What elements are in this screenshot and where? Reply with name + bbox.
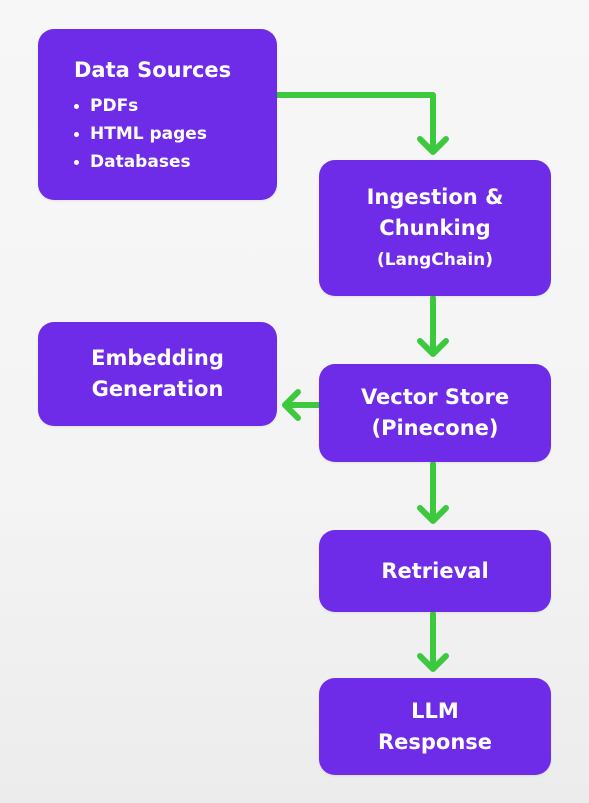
bullet-icon bbox=[74, 131, 79, 137]
list-item-label: Databases bbox=[90, 152, 191, 172]
arrow-retrieval-to-llm bbox=[417, 611, 449, 672]
list-item-label: HTML pages bbox=[90, 124, 207, 144]
node-retrieval-line1: Retrieval bbox=[381, 558, 489, 583]
node-embedding-generation[interactable]: Embedding Generation bbox=[38, 322, 277, 426]
data-sources-list: PDFs HTML pages Databases bbox=[74, 92, 207, 176]
node-retrieval[interactable]: Retrieval bbox=[319, 530, 551, 612]
list-item: HTML pages bbox=[74, 120, 207, 148]
arrow-ingestion-to-vector bbox=[417, 295, 449, 357]
list-item: Databases bbox=[74, 148, 207, 176]
arrow-vector-to-retrieval bbox=[417, 461, 449, 524]
arrow-vector-to-embedding bbox=[282, 389, 322, 421]
list-item: PDFs bbox=[74, 92, 207, 120]
node-vector-line2: (Pinecone) bbox=[371, 416, 499, 440]
node-ingestion-line2: Chunking bbox=[379, 216, 491, 240]
node-vector-store[interactable]: Vector Store (Pinecone) bbox=[319, 364, 551, 462]
node-ingestion-chunking[interactable]: Ingestion & Chunking (LangChain) bbox=[319, 160, 551, 296]
node-llm-line1: LLM bbox=[411, 698, 459, 723]
node-vector-line1: Vector Store bbox=[360, 385, 510, 409]
node-ingestion-line1: Ingestion & bbox=[366, 185, 504, 209]
node-data-sources-title: Data Sources bbox=[74, 58, 232, 82]
bullet-icon bbox=[74, 159, 79, 165]
node-embedding-line2: Generation bbox=[91, 377, 224, 401]
bullet-icon bbox=[74, 103, 79, 109]
node-embedding-line1: Embedding bbox=[91, 346, 224, 370]
arrow-sources-to-ingestion bbox=[274, 92, 449, 155]
node-llm-line2: Response bbox=[377, 729, 493, 754]
node-llm-response[interactable]: LLM Response bbox=[319, 678, 551, 775]
node-data-sources[interactable]: Data Sources PDFs HTML pages Databases bbox=[38, 29, 277, 200]
list-item-label: PDFs bbox=[90, 96, 139, 116]
node-ingestion-line3: (LangChain) bbox=[376, 250, 494, 270]
